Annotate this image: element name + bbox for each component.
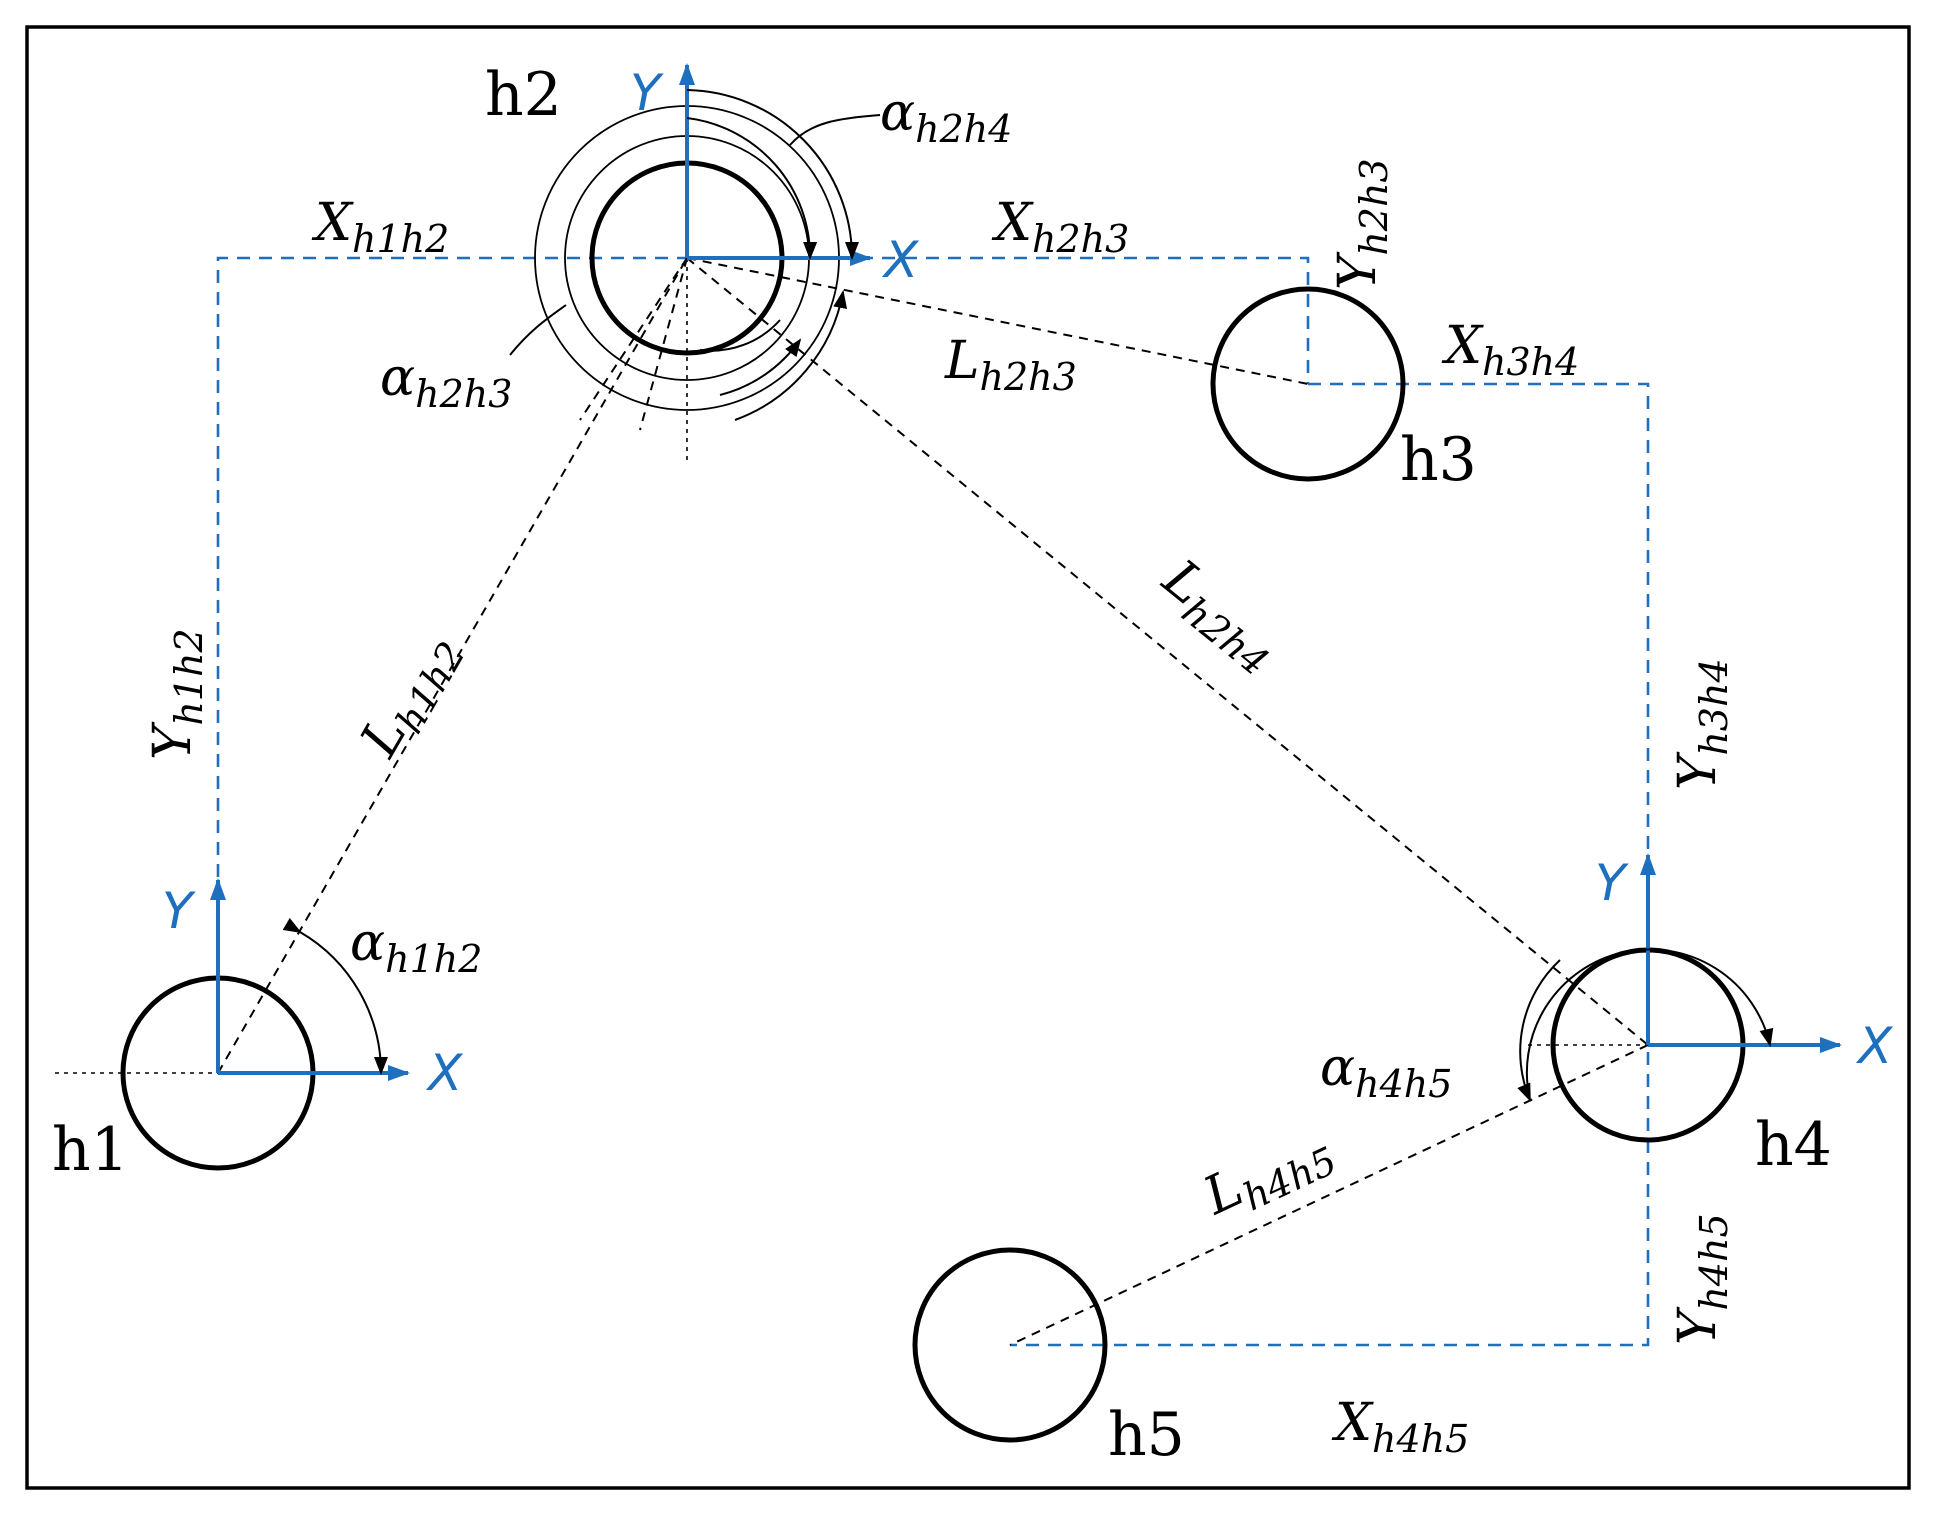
label-h4: h4 xyxy=(1755,1110,1832,1180)
label-alpha-h2h3: αh2h3 xyxy=(380,348,512,416)
label-x-h3h4: Xh3h4 xyxy=(1441,316,1579,384)
h1-x-label: X xyxy=(425,1044,464,1102)
arc-alpha-h2h3-bottom xyxy=(719,338,802,396)
label-h2: h2 xyxy=(485,60,562,130)
arc-alpha-h2h4-bottom xyxy=(734,290,848,421)
label-alpha-h2h4: αh2h4 xyxy=(880,83,1012,151)
arc-alpha-h4h5-start xyxy=(1517,959,1561,1102)
label-l-h2h3: Lh2h3 xyxy=(944,331,1077,399)
center-distance-lines xyxy=(55,257,1649,1346)
label-x-h2h3: Xh2h3 xyxy=(991,193,1129,261)
h2h3-dimension-path xyxy=(860,256,1310,384)
label-alpha-h1h2: αh1h2 xyxy=(350,913,482,981)
h2-y-label: Y xyxy=(630,64,664,122)
arc-h2-small xyxy=(699,319,781,352)
label-h3: h3 xyxy=(1400,425,1477,495)
h4-x-label: X xyxy=(1855,1017,1894,1075)
label-y-h4h5: Yh4h5 xyxy=(1668,1213,1736,1345)
h3h4-dimension-path xyxy=(1308,382,1650,860)
hole-h5 xyxy=(912,1247,1108,1443)
h1h2-dimension-path xyxy=(216,256,860,877)
label-h1: h1 xyxy=(52,1115,129,1185)
arc-alpha-h2h4-top xyxy=(686,89,859,260)
h2-ray-b xyxy=(639,257,688,431)
line-h1h2 xyxy=(217,257,688,1074)
arc-alpha-h1h2 xyxy=(282,917,389,1075)
leader-lines xyxy=(509,114,881,356)
h4h5-dimension-path xyxy=(1010,1052,1650,1347)
label-h5: h5 xyxy=(1108,1400,1185,1470)
leader-alpha-h2h4 xyxy=(789,114,881,146)
label-l-h4h5: Lh4h5 xyxy=(1194,1117,1343,1235)
label-l-h2h4: Lh2h4 xyxy=(1146,548,1292,684)
line-h2h3 xyxy=(686,257,1309,385)
label-y-h1h2: Yh1h2 xyxy=(143,628,211,760)
h4-y-label: Y xyxy=(1595,854,1629,912)
leader-alpha-h2h3 xyxy=(509,304,567,356)
arc-alpha-h4h5 xyxy=(1525,948,1774,1101)
arc-alpha-h2h3-top xyxy=(686,117,818,260)
label-l-h1h2: Lh1h2 xyxy=(349,622,474,771)
label-y-h2h3: Yh2h3 xyxy=(1328,158,1396,290)
blue-dimension-lines xyxy=(216,256,1650,1347)
label-x-h4h5: Xh4h5 xyxy=(1331,1393,1469,1461)
line-h4h5 xyxy=(1009,1044,1649,1346)
h1-y-label: Y xyxy=(162,882,196,940)
label-y-h3h4: Yh3h4 xyxy=(1668,658,1736,790)
label-x-h1h2: Xh1h2 xyxy=(311,193,449,261)
diagram-frame xyxy=(25,25,1911,1490)
hole-h3 xyxy=(1210,286,1406,482)
h2-x-label: X xyxy=(881,231,920,289)
label-alpha-h4h5: αh4h5 xyxy=(1320,1038,1452,1106)
holes xyxy=(120,105,1746,1443)
angle-arcs xyxy=(282,89,1774,1102)
